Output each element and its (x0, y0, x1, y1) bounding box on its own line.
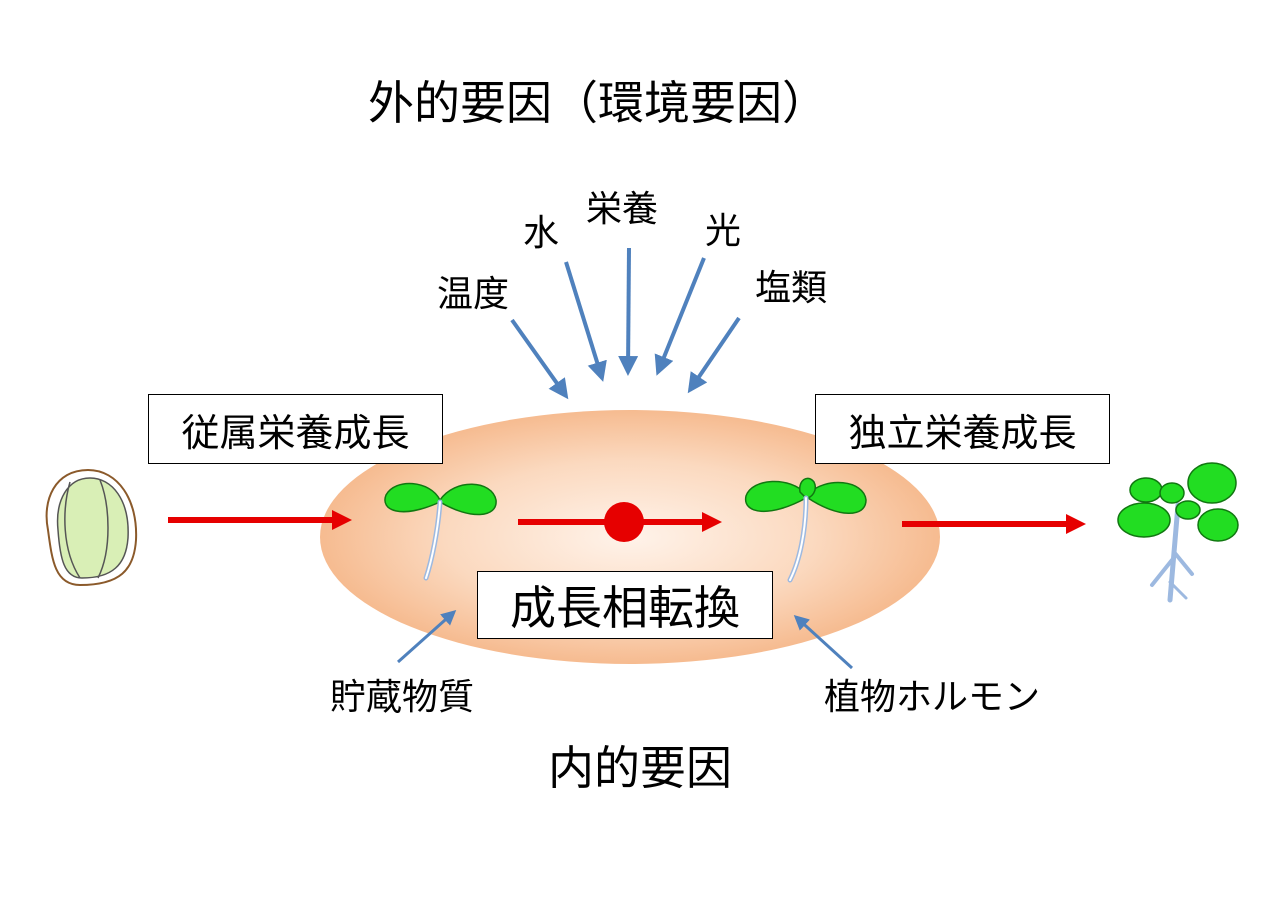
seed-icon (45, 468, 138, 587)
factor-hormone: 植物ホルモン (824, 677, 1041, 718)
stage-label-independent: 独立栄養成長 (848, 410, 1077, 455)
factor-temperature: 温度 (437, 274, 510, 315)
factor-storage: 貯蔵物質 (330, 677, 475, 718)
stage-box-dependent: 従属栄養成長 (148, 394, 443, 464)
arrow-nutrition (618, 247, 639, 376)
arrow-light (654, 257, 706, 376)
stage-label-dependent: 従属栄養成長 (181, 410, 410, 455)
arrow-salts (687, 316, 741, 394)
factor-salts: 塩類 (755, 268, 828, 309)
external-factors-title: 外的要因（環境要因） (368, 76, 828, 130)
stage-box-independent: 独立栄養成長 (815, 394, 1110, 464)
factor-water: 水 (523, 213, 560, 254)
factor-light: 光 (705, 211, 742, 252)
external-factor-arrows (510, 247, 741, 400)
internal-factor-arrows (397, 610, 854, 670)
seedling-cotyledon-icon (384, 482, 497, 581)
stage-label-transition: 成長相転換 (510, 581, 740, 635)
arrow-storage (397, 610, 457, 664)
arrow-temperature (510, 318, 569, 400)
seedling-true-leaf-icon (744, 477, 867, 583)
factor-nutrition: 栄養 (586, 189, 659, 230)
stage-box-transition: 成長相転換 (477, 571, 773, 639)
progression-arrows (168, 502, 1086, 542)
arrow-hormone (793, 614, 854, 670)
arrow-water (564, 261, 607, 382)
mature-plant-icon (1117, 462, 1239, 603)
internal-factors-title: 内的要因 (548, 741, 732, 795)
transition-point-dot (604, 502, 644, 542)
